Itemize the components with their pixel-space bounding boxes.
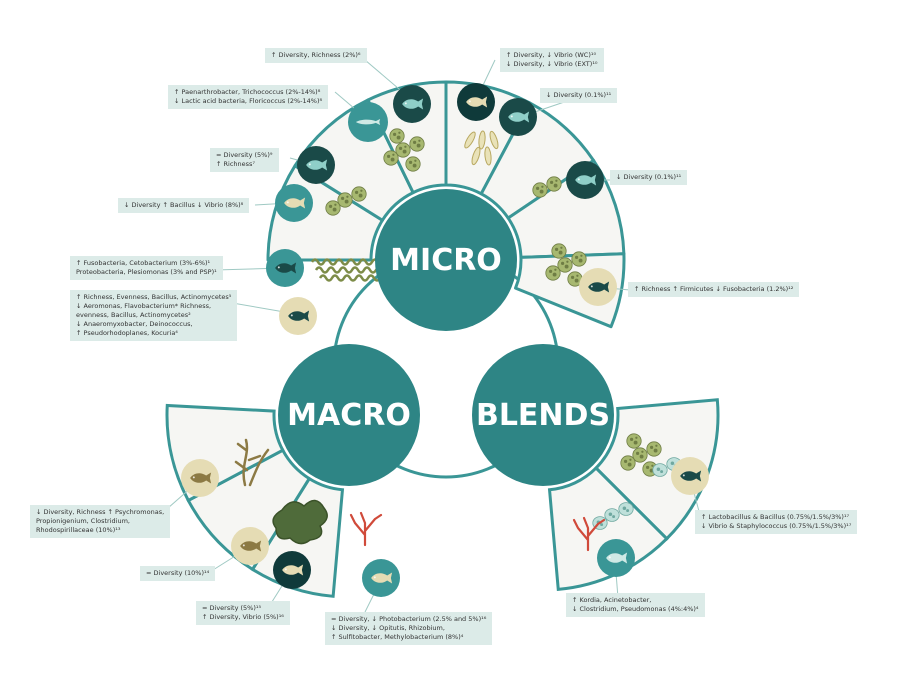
badge-blends-2 bbox=[597, 539, 635, 577]
badge-micro-3 bbox=[297, 146, 335, 184]
label-line: ↓ Anaeromyxobacter, Deinococcus, bbox=[76, 320, 193, 328]
label-line: evenness, Bacillus, Actinomycetes² bbox=[76, 311, 191, 319]
seaweed-icon bbox=[572, 516, 606, 552]
badge-micro-8 bbox=[499, 98, 537, 136]
label-line: Rhodospirillaceae (10%)¹³ bbox=[36, 526, 121, 534]
label-line: ↑ Richness ↑ Firmicutes ↓ Fusobacteria (… bbox=[634, 285, 794, 293]
label-micro-7: ↑ Diversity, ↓ Vibrio (WC)¹⁰↓ Diversity,… bbox=[500, 48, 604, 72]
label-line: ↑ Sulfitobacter, Methylobacterium (8%)⁴ bbox=[331, 633, 464, 641]
microalgae-icon bbox=[405, 156, 421, 172]
label-line: Proteobacteria, Plesiomonas (3% and PSP)… bbox=[76, 268, 217, 276]
label-line: ↑ Lactobacillus & Bacillus (0.75%/1.5%/3… bbox=[701, 513, 850, 521]
hub-micro: MICRO bbox=[375, 189, 517, 331]
diatom-icon bbox=[478, 130, 486, 150]
label-macro-4: = Diversity, ↓ Photobacterium (2.5% and … bbox=[325, 612, 493, 645]
microalgae-icon bbox=[652, 463, 668, 477]
label-line: ↓ Diversity (0.1%)¹¹ bbox=[616, 173, 682, 181]
label-line: Propionigenium, Clostridium, bbox=[36, 517, 130, 525]
label-micro-2: ↑ Paenarthrobacter, Trichococcus (2%-14%… bbox=[168, 85, 329, 109]
hub-macro-label: MACRO bbox=[287, 398, 411, 433]
badges bbox=[181, 83, 709, 597]
hub-blends: BLENDS bbox=[472, 344, 614, 486]
label-micro-4: ↓ Diversity ↑ Bacillus ↓ Vibrio (8%)⁸ bbox=[118, 198, 250, 213]
badge-micro-6 bbox=[279, 297, 317, 335]
badge-macro-4 bbox=[362, 559, 400, 597]
label-line: ↑ Kordia, Acinetobacter, bbox=[572, 596, 652, 604]
label-line: ↑ Fusobacteria, Cetobacterium (3%-6%)¹ bbox=[76, 259, 211, 267]
seaweed-icon bbox=[272, 499, 328, 545]
label-line: = Diversity (5%)⁹ bbox=[216, 151, 273, 159]
microalgae-icon bbox=[626, 433, 642, 449]
hub-macro: MACRO bbox=[278, 344, 420, 486]
badge-micro-2 bbox=[348, 102, 388, 142]
badge-macro-3 bbox=[273, 551, 311, 589]
label-line: ↑ Paenarthrobacter, Trichococcus (2%-14%… bbox=[174, 88, 321, 96]
label-line: = Diversity (10%)¹⁴ bbox=[146, 569, 210, 577]
label-line: ↑ Diversity, ↓ Vibrio (WC)¹⁰ bbox=[506, 51, 597, 59]
label-macro-1: ↓ Diversity, Richness ↑ Psychromonas,Pro… bbox=[30, 505, 171, 538]
label-micro-8: ↓ Diversity (0.1%)¹¹ bbox=[540, 88, 618, 103]
badge-micro-4 bbox=[275, 184, 313, 222]
badge-micro-5 bbox=[266, 249, 304, 287]
label-line: ↓ Diversity (0.1%)¹¹ bbox=[546, 91, 612, 99]
label-line: ↓ Diversity, ↓ Opitutis, Rhizobium, bbox=[331, 624, 445, 632]
label-line: ↑ Diversity, Vibrio (5%)¹⁶ bbox=[202, 613, 284, 621]
badge-blends-1 bbox=[671, 457, 709, 495]
label-line: ↓ Aeromonas, Flavobacterium* Richness, bbox=[76, 302, 212, 310]
microalgae-icon bbox=[351, 186, 367, 202]
badge-micro-9 bbox=[566, 161, 604, 199]
diatom-icon bbox=[484, 146, 492, 166]
badge-micro-7 bbox=[457, 83, 495, 121]
label-blends-2: ↑ Kordia, Acinetobacter,↓ Clostridium, P… bbox=[566, 593, 705, 617]
microalgae-icon bbox=[383, 150, 399, 166]
badge-micro-10 bbox=[579, 268, 617, 306]
label-line: ↓ Lactic acid bacteria, Floricoccus (2%-… bbox=[174, 97, 323, 105]
microalgae-icon bbox=[646, 441, 662, 457]
microalgae-icon bbox=[604, 508, 620, 522]
seaweed-icon bbox=[234, 438, 270, 487]
sector-content bbox=[234, 128, 682, 552]
microalgae-icon bbox=[551, 243, 567, 259]
hub-micro-label: MICRO bbox=[390, 243, 502, 278]
label-micro-9: ↓ Diversity (0.1%)¹¹ bbox=[610, 170, 688, 185]
label-line: ↑ Pseudorhodoplanes, Kocuria⁴ bbox=[76, 329, 178, 337]
label-line: ↑ Diversity, Richness (2%)⁶ bbox=[271, 51, 361, 59]
diatom-icon bbox=[464, 131, 476, 149]
label-line: ↑ Richness⁷ bbox=[216, 160, 256, 168]
badge-macro-1 bbox=[181, 459, 219, 497]
microalgae-icon bbox=[545, 265, 561, 281]
label-blends-1: ↑ Lactobacillus & Bacillus (0.75%/1.5%/3… bbox=[695, 510, 858, 534]
microalgae-icon bbox=[620, 455, 636, 471]
microalgae-icon bbox=[532, 182, 548, 198]
microalgae-icon bbox=[546, 176, 562, 192]
label-line: ↑ Richness, Evenness, Bacillus, Actinomy… bbox=[76, 293, 232, 301]
label-line: ↓ Vibrio & Staphylococcus (0.75%/1.5%/3%… bbox=[701, 522, 852, 530]
label-line: = Diversity, ↓ Photobacterium (2.5% and … bbox=[331, 615, 487, 623]
badge-macro-2 bbox=[231, 527, 269, 565]
badge-micro-1 bbox=[393, 85, 431, 123]
label-micro-3: = Diversity (5%)⁹↑ Richness⁷ bbox=[210, 148, 279, 172]
label-line: ↓ Diversity, Richness ↑ Psychromonas, bbox=[36, 508, 165, 516]
label-micro-1: ↑ Diversity, Richness (2%)⁶ bbox=[265, 48, 367, 63]
microalgae-icon bbox=[618, 502, 634, 516]
microalgae-icon bbox=[409, 136, 425, 152]
label-line: ↓ Clostridium, Pseudomonas (4%:4%)⁴ bbox=[572, 605, 699, 613]
seaweed-icon bbox=[349, 511, 383, 547]
label-macro-3: = Diversity (5%)¹⁵↑ Diversity, Vibrio (5… bbox=[196, 601, 290, 625]
blends-sector bbox=[547, 465, 669, 591]
hub-blends-label: BLENDS bbox=[476, 398, 610, 433]
label-line: ↓ Diversity, ↓ Vibrio (EXT)¹⁰ bbox=[506, 60, 598, 68]
label-macro-2: = Diversity (10%)¹⁴ bbox=[140, 566, 216, 581]
label-micro-10: ↑ Richness ↑ Firmicutes ↓ Fusobacteria (… bbox=[628, 282, 800, 297]
label-micro-6: ↑ Richness, Evenness, Bacillus, Actinomy… bbox=[70, 290, 238, 341]
diatom-icon bbox=[489, 130, 499, 150]
diatom-icon bbox=[471, 146, 481, 166]
label-line: = Diversity (5%)¹⁵ bbox=[202, 604, 262, 612]
microalgae-icon bbox=[571, 251, 587, 267]
label-line: ↓ Diversity ↑ Bacillus ↓ Vibrio (8%)⁸ bbox=[124, 201, 244, 209]
microalgae-icon bbox=[325, 200, 341, 216]
microalgae-icon bbox=[389, 128, 405, 144]
